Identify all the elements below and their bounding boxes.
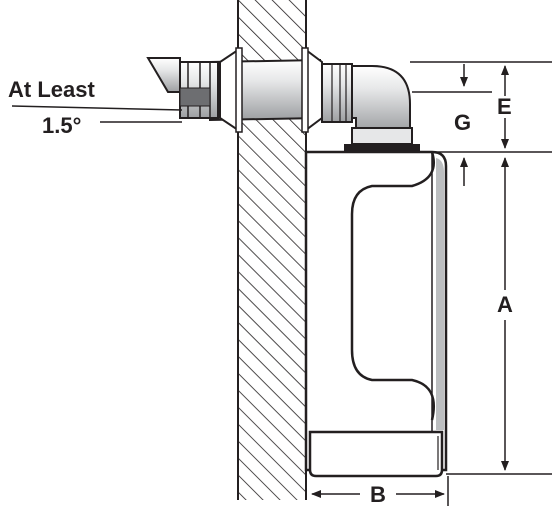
dimension-b: B [311, 476, 449, 507]
dim-g-label: G [454, 110, 471, 135]
vent-elbow [321, 63, 420, 152]
dim-a-label: A [497, 292, 513, 317]
water-heater [304, 150, 448, 478]
vent-pipe [146, 47, 323, 133]
angle-leader-1 [11, 105, 183, 111]
angle-label-line2: 1.5° [42, 113, 81, 138]
dim-b-label: B [370, 482, 386, 507]
dim-e-label: E [497, 94, 512, 119]
dimension-g-e: G E [410, 61, 552, 186]
dimension-a: A [446, 157, 552, 475]
angle-callout: At Least 1.5° [8, 77, 183, 138]
angle-label-line1: At Least [8, 77, 95, 102]
